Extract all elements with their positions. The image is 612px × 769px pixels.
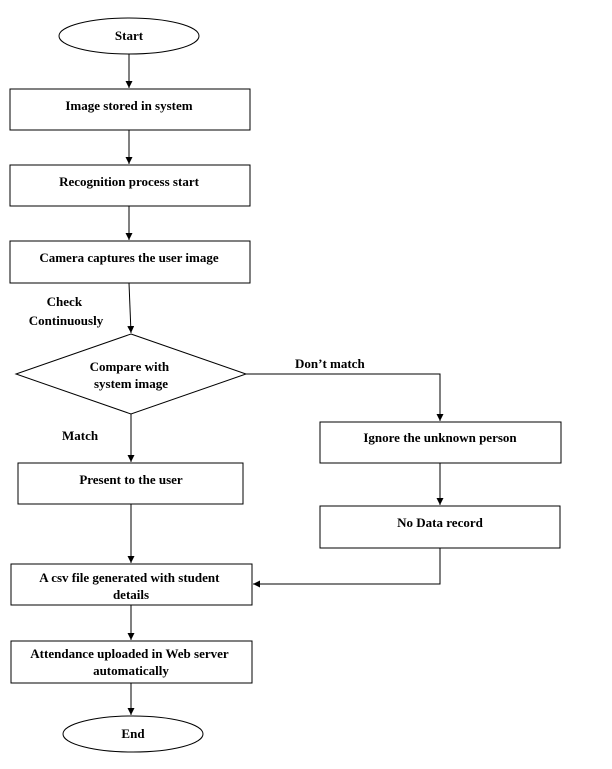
csv-label: A csv file generated with student detail… bbox=[39, 570, 222, 602]
camera-label: Camera captures the user image bbox=[39, 250, 219, 265]
recognition-node bbox=[9, 164, 251, 207]
present-node bbox=[17, 462, 244, 505]
attendance-label-line-2: automatically bbox=[93, 663, 169, 678]
end-label: End bbox=[121, 726, 145, 741]
csv-label-line-2: details bbox=[113, 587, 149, 602]
no-data-node bbox=[319, 505, 561, 549]
compare-label-line-1: Compare with bbox=[90, 359, 170, 374]
end-node bbox=[62, 715, 204, 753]
present-label: Present to the user bbox=[79, 472, 183, 487]
csv-label-line-1: A csv file generated with student bbox=[39, 570, 220, 585]
edge-label-check: Check Continuously bbox=[29, 294, 104, 328]
compare-node bbox=[14, 333, 248, 415]
attendance-label: Attendance uploaded in Web server automa… bbox=[30, 646, 231, 678]
ignore-node bbox=[319, 421, 562, 464]
no-data-label: No Data record bbox=[397, 515, 483, 530]
csv-node bbox=[10, 563, 253, 606]
recognition-label: Recognition process start bbox=[59, 174, 200, 189]
camera-node bbox=[9, 240, 251, 284]
start-node bbox=[58, 17, 200, 55]
ignore-label: Ignore the unknown person bbox=[363, 430, 517, 445]
arrow-compare-to-ignore bbox=[246, 373, 444, 421]
compare-label: Compare with system image bbox=[90, 359, 173, 391]
edge-label-check-line-2: Continuously bbox=[29, 313, 104, 328]
edge-label-check-line-1: Check bbox=[47, 294, 83, 309]
image-stored-label: Image stored in system bbox=[65, 98, 192, 113]
edge-label-dont-match: Don’t match bbox=[295, 356, 365, 371]
edge-label-match: Match bbox=[62, 428, 99, 443]
start-label: Start bbox=[115, 28, 144, 43]
compare-label-line-2: system image bbox=[94, 376, 168, 391]
arrow-camera-to-compare bbox=[127, 282, 135, 334]
attendance-label-line-1: Attendance uploaded in Web server bbox=[30, 646, 229, 661]
image-stored-node bbox=[9, 88, 251, 131]
arrow-no-data-to-csv bbox=[253, 548, 441, 588]
attendance-node bbox=[10, 640, 253, 684]
